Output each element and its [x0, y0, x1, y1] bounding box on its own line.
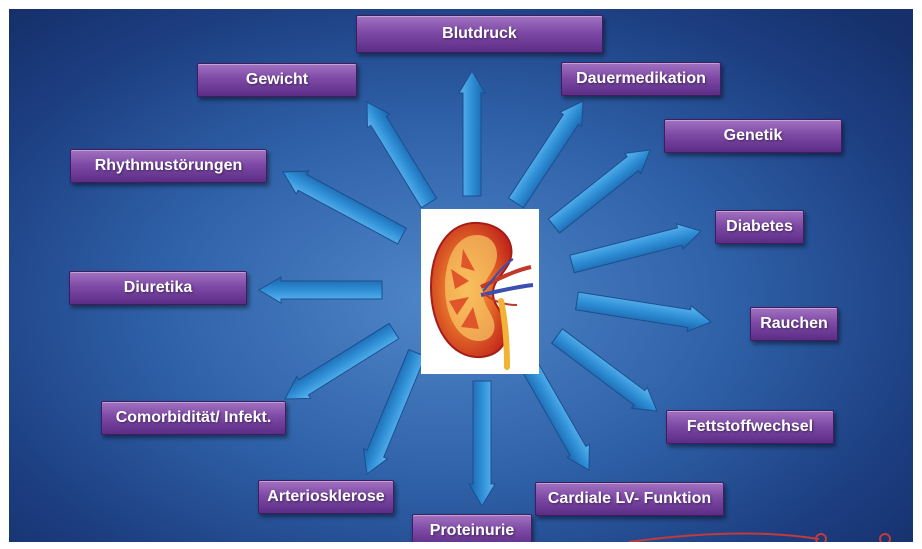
diagram-slide: Blutdruck Gewicht Dauermedikation Geneti…	[9, 9, 913, 542]
bottom-border	[0, 542, 922, 549]
corner-decoration	[9, 9, 913, 542]
